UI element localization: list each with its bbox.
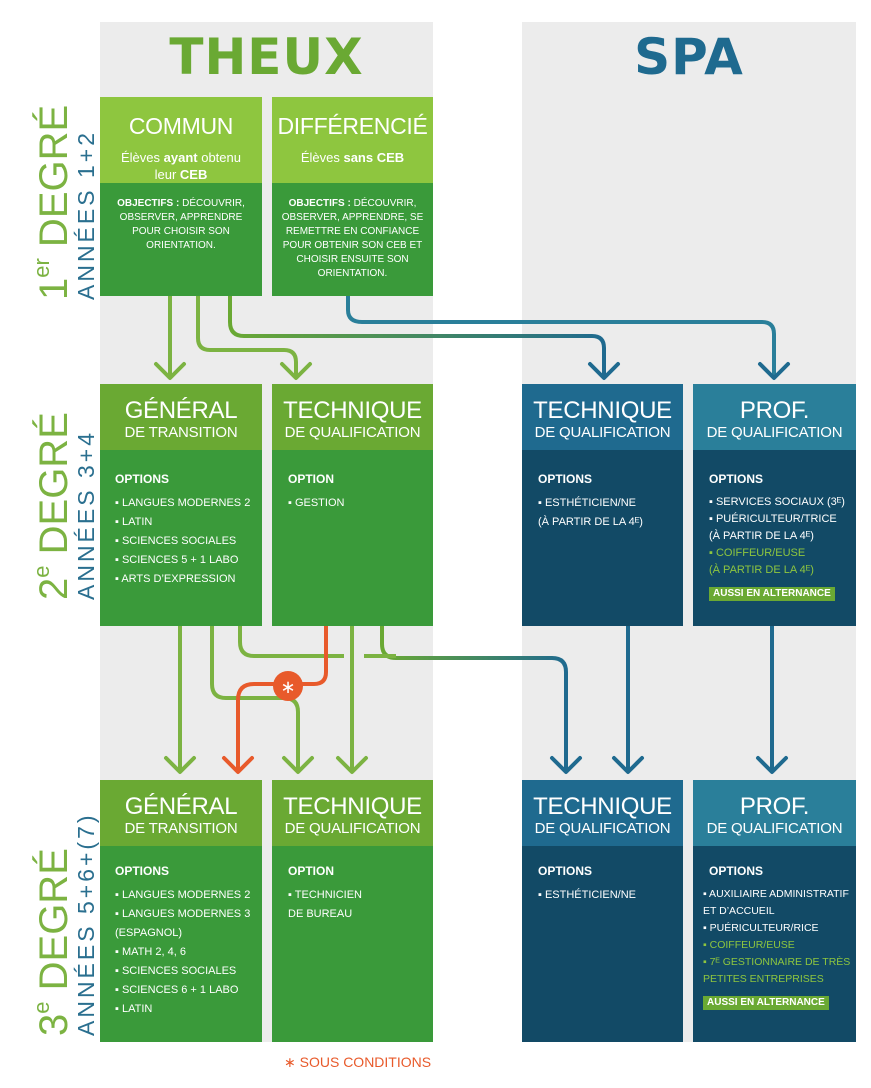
differencie-desc: Élèves sans CEB: [300, 150, 405, 165]
spa-prof-3-alternance-tag: AUSSI EN ALTERNANCE: [703, 996, 829, 1010]
spa-technique-3-options: ▪ ESTHÉTICIEN/NE: [538, 889, 637, 901]
general-2-title: GÉNÉRAL: [124, 397, 238, 424]
box-3-general: GÉNÉRAL DE TRANSITION OPTIONS ▪ LANGUES …: [100, 780, 262, 1042]
arrow-commun-to-technique: [196, 296, 298, 378]
arrow-differencie-to-spa-prof: [346, 296, 776, 378]
technique-2-title: TECHNIQUE: [283, 397, 422, 424]
footnote-text: SOUS CONDITIONS: [295, 1054, 432, 1070]
technique-3-options: ▪ TECHNICIEN DE BUREAU: [288, 889, 362, 920]
spa-prof-3-options-title: OPTIONS: [709, 864, 764, 878]
spa-technique-2-options-title: OPTIONS: [538, 472, 593, 486]
spa-prof-3-title: PROF.: [739, 793, 810, 820]
arrow-technique-to-spa-technique: [380, 626, 568, 772]
technique-2-subtitle: DE QUALIFICATION: [284, 424, 421, 441]
spa-technique-2-options: ▪ ESTHÉTICIEN/NE (À PARTIR DE LA 4ᴱ): [538, 497, 643, 528]
commun-desc: Élèves ayant obtenu leur CEB: [121, 150, 241, 182]
svg-text:∗: ∗: [280, 677, 295, 697]
spa-prof-2-alternance-tag: AUSSI EN ALTERNANCE: [709, 587, 835, 601]
box-3-spa-prof: PROF. DE QUALIFICATION OPTIONS ▪ AUXILIA…: [693, 780, 856, 1042]
general-3-options: ▪ LANGUES MODERNES 2 ▪ LANGUES MODERNES …: [115, 889, 251, 1015]
technique-3-title: TECHNIQUE: [283, 793, 422, 820]
box-2-spa-prof: PROF. DE QUALIFICATION OPTIONS ▪ SERVICE…: [693, 384, 856, 626]
spa-technique-3-options-title: OPTIONS: [538, 864, 593, 878]
technique-2-options-title: OPTION: [288, 472, 335, 486]
spa-prof-2-title: PROF.: [739, 397, 810, 424]
condition-marker: [273, 671, 303, 701]
general-2-subtitle: DE TRANSITION: [124, 424, 238, 441]
general-3-subtitle: DE TRANSITION: [124, 820, 238, 837]
spa-technique-3-subtitle: DE QUALIFICATION: [534, 820, 671, 837]
box-commun: COMMUN Élèves ayant obtenu leur CEB OBJE…: [100, 97, 262, 296]
spa-prof-3-highlight-option-2: ▪ 7ᴱ GESTIONNAIRE DE TRÈS PETITES ENTREP…: [703, 956, 851, 985]
arrow-general-to-technique: [210, 626, 300, 772]
technique-3-subtitle: DE QUALIFICATION: [284, 820, 421, 837]
spa-technique-2-subtitle: DE QUALIFICATION: [534, 424, 671, 441]
spa-technique-3-title: TECHNIQUE: [533, 793, 672, 820]
spa-prof-3-subtitle: DE QUALIFICATION: [706, 820, 843, 837]
arrow-general-to-spa-technique: [238, 626, 344, 658]
technique-3-options-title: OPTION: [288, 864, 335, 878]
spa-prof-3-options: ▪ AUXILIAIRE ADMINISTRATIF ET D’ACCUEIL …: [703, 886, 850, 988]
footnote-sous-conditions: ∗ SOUS CONDITIONS: [284, 1054, 431, 1071]
spa-prof-2-options-title: OPTIONS: [709, 472, 764, 486]
general-2-options-title: OPTIONS: [115, 472, 170, 486]
box-2-general: GÉNÉRAL DE TRANSITION OPTIONS ▪ LANGUES …: [100, 384, 262, 626]
spa-prof-2-highlight-option: ▪ COIFFEUR/EUSE (À PARTIR DE LA 4ᴱ): [709, 547, 814, 576]
differencie-title: DIFFÉRENCIÉ: [277, 113, 428, 139]
general-3-options-title: OPTIONS: [115, 864, 170, 878]
spa-prof-2-subtitle: DE QUALIFICATION: [706, 424, 843, 441]
commun-title: COMMUN: [128, 113, 234, 139]
footnote-symbol: ∗: [284, 1054, 296, 1070]
general-3-title: GÉNÉRAL: [124, 793, 238, 820]
arrow-commun-to-spa-technique: [228, 296, 606, 378]
box-differencie: DIFFÉRENCIÉ Élèves sans CEB OBJECTIFS : …: [272, 97, 433, 296]
spa-prof-3-highlight-option-1: ▪ COIFFEUR/EUSE: [703, 939, 795, 951]
box-2-technique: TECHNIQUE DE QUALIFICATION OPTION ▪ GEST…: [272, 384, 433, 626]
box-2-spa-technique: TECHNIQUE DE QUALIFICATION OPTIONS ▪ EST…: [522, 384, 683, 626]
technique-2-options: ▪ GESTION: [288, 497, 345, 509]
spa-prof-2-options: ▪ SERVICES SOCIAUX (3ᴱ) ▪ PUÉRICULTEUR/T…: [709, 494, 845, 579]
spa-title: SPA: [634, 28, 744, 86]
box-3-spa-technique: TECHNIQUE DE QUALIFICATION OPTIONS ▪ EST…: [522, 780, 683, 1042]
differencie-objectives: OBJECTIFS : DÉCOUVRIR, OBSERVER, APPREND…: [272, 183, 433, 296]
box-3-technique: TECHNIQUE DE QUALIFICATION OPTION ▪ TECH…: [272, 780, 433, 1042]
spa-technique-2-title: TECHNIQUE: [533, 397, 672, 424]
theux-title: THEUX: [169, 28, 364, 86]
commun-objectives: OBJECTIFS : DÉCOUVRIR, OBSERVER, APPREND…: [100, 183, 262, 296]
general-2-options: ▪ LANGUES MODERNES 2 ▪ LATIN ▪ SCIENCES …: [115, 497, 251, 585]
